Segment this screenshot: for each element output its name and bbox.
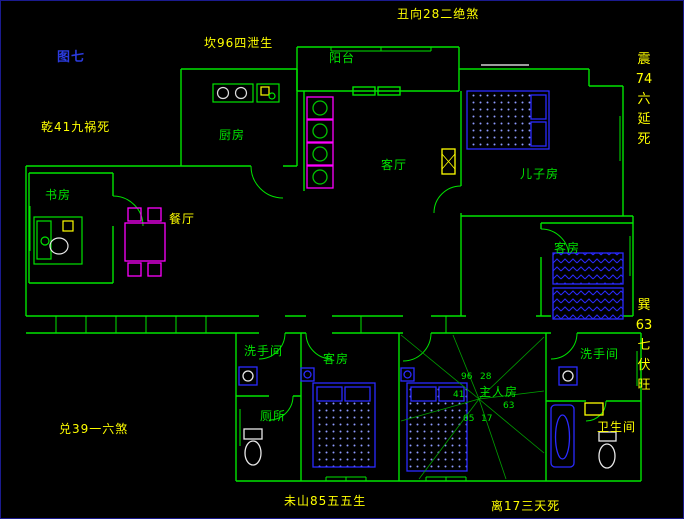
tv xyxy=(441,148,456,175)
kitchen-counter xyxy=(212,83,280,103)
fengshui-southeast-line: 七 xyxy=(637,338,651,353)
walls xyxy=(25,46,642,482)
compass-lines xyxy=(400,334,545,480)
fengshui-east-line: 74 xyxy=(635,72,653,87)
room-label-toilet: 厕所 xyxy=(260,409,287,423)
room-label-bathroom: 卫生间 xyxy=(597,420,637,434)
fengshui-southeast-line: 旺 xyxy=(637,378,651,393)
compass-number: 63 xyxy=(503,401,515,411)
fengshui-east-line: 延 xyxy=(637,112,651,127)
fengshui-east-line: 六 xyxy=(637,92,651,107)
fengshui-southeast-line: 伏 xyxy=(637,358,651,373)
room-label-kitchen: 厨房 xyxy=(219,128,246,142)
room-label-living-room: 客厅 xyxy=(381,158,408,172)
room-label-guest-room-east: 客房 xyxy=(554,241,581,255)
fengshui-east-line: 震 xyxy=(637,52,651,67)
fengshui-label-west: 兑39一六煞 xyxy=(59,422,129,436)
figure-caption: 图七 xyxy=(57,50,86,65)
fengshui-label-southeast: 巽 63 七 伏 旺 xyxy=(631,299,657,392)
room-label-dining-room: 餐厅 xyxy=(169,212,196,226)
dining-set xyxy=(124,207,166,277)
room-label-study: 书房 xyxy=(45,188,72,202)
fengshui-label-east: 震 74 六 延 死 xyxy=(631,53,657,146)
compass-number: 41 xyxy=(453,390,465,400)
beds xyxy=(300,90,624,472)
fengshui-east-line: 死 xyxy=(637,132,651,147)
room-label-son-room: 儿子房 xyxy=(520,167,560,181)
fengshui-label-north: 坎96四泄生 xyxy=(204,36,274,50)
study-furniture xyxy=(33,216,83,265)
room-label-guest-room-south: 客房 xyxy=(323,352,350,366)
sofa xyxy=(306,96,334,189)
fengshui-label-northwest: 乾41九祸死 xyxy=(41,120,111,134)
bath-fixtures xyxy=(238,366,617,469)
room-label-washroom-west: 洗手间 xyxy=(244,344,284,358)
fengshui-southeast-line: 63 xyxy=(635,318,653,333)
compass-number: 17 xyxy=(481,414,493,424)
fengshui-label-northeast: 丑向28二绝煞 xyxy=(397,7,480,21)
compass-number: 96 xyxy=(461,372,473,382)
room-label-balcony: 阳台 xyxy=(329,51,356,65)
room-label-master-room: 主人房 xyxy=(479,385,519,399)
fengshui-label-southwest: 未山85五五生 xyxy=(284,494,367,508)
fengshui-label-south: 离17三天死 xyxy=(491,499,561,513)
room-label-washroom-east: 洗手间 xyxy=(580,347,620,361)
compass-number: 28 xyxy=(480,372,492,382)
fengshui-southeast-line: 巽 xyxy=(637,298,651,313)
compass-number: 05 xyxy=(463,414,475,424)
